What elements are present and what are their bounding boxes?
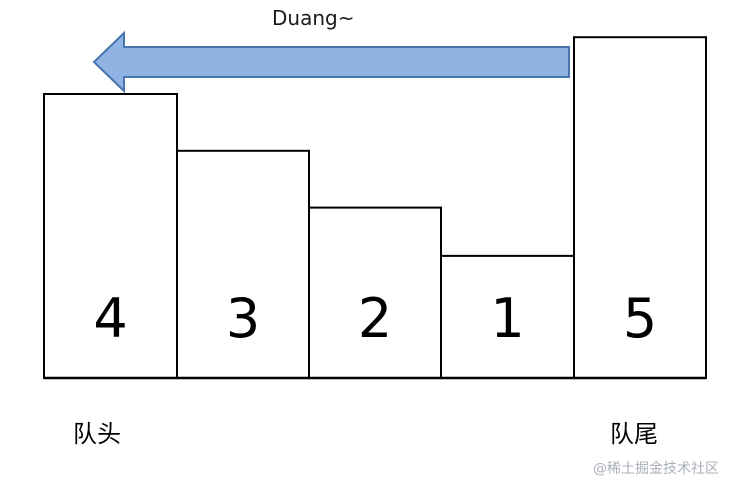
queue-box-number: 1 — [490, 287, 524, 350]
queue-box-number: 4 — [93, 287, 127, 350]
move-arrow — [92, 30, 570, 94]
watermark: @稀土掘金技术社区 — [593, 461, 719, 477]
queue-box-4 — [43, 93, 178, 379]
queue-boxes: 4 3 2 1 5 — [43, 36, 707, 380]
queue-head-label: 队头 — [73, 420, 121, 448]
queue-box-number: 2 — [358, 287, 392, 350]
arrow-label: Duang~ — [272, 6, 355, 30]
queue-tail-label: 队尾 — [610, 420, 658, 448]
queue-box-number: 5 — [623, 287, 657, 350]
queue-box-number: 3 — [226, 287, 260, 350]
queue-box-5 — [573, 36, 707, 379]
queue-box-2 — [308, 206, 442, 379]
